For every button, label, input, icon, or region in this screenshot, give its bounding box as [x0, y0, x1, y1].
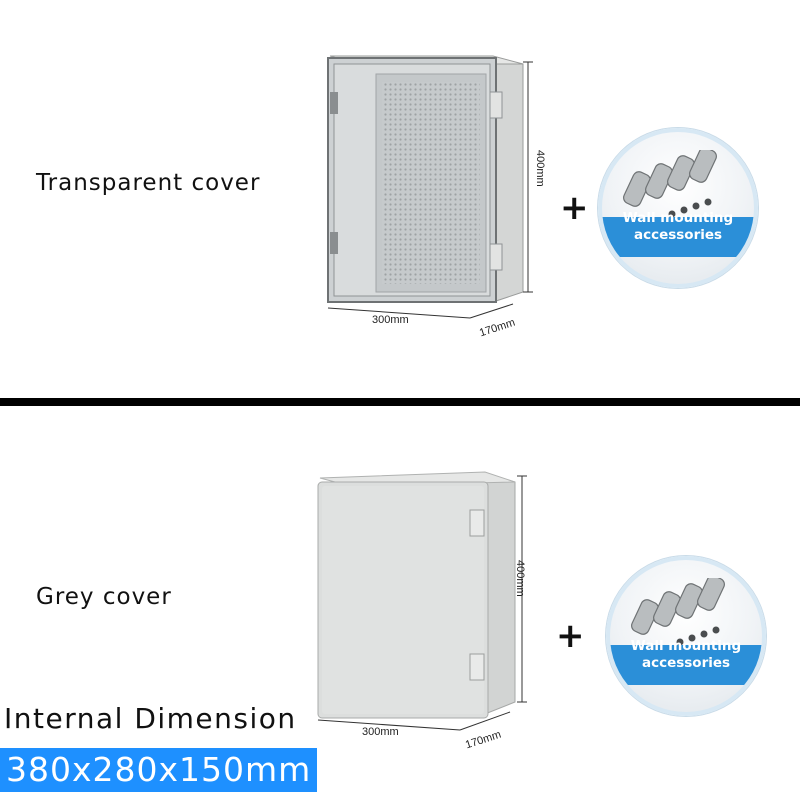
section-divider [0, 398, 800, 406]
transparent-enclosure-image [327, 55, 533, 319]
mounting-brackets-icon [631, 578, 725, 646]
grey-width-dimension: 300mm [362, 726, 399, 738]
mounting-brackets-icon [623, 150, 717, 218]
internal-dimension-value: 380x280x150mm [0, 748, 318, 792]
accessories-line1: Wall mounting [622, 210, 734, 227]
grey-accessories-badge: Wall mounting accessories [606, 556, 766, 716]
accessories-line1: Wall mounting [630, 638, 742, 655]
accessories-line2: accessories [641, 654, 731, 671]
transparent-accessories-badge: Wall mounting accessories [598, 128, 758, 288]
internal-dimension-title: Internal Dimension [4, 702, 297, 735]
transparent-cover-label: Transparent cover [36, 170, 261, 196]
accessories-band [610, 645, 762, 685]
grey-plus-sign: + [556, 616, 585, 656]
grey-height-dimension: 400mm [514, 560, 526, 597]
grey-enclosure-image [317, 471, 527, 731]
accessories-band [602, 217, 754, 257]
transparent-plus-sign: + [560, 188, 589, 228]
grey-cover-label: Grey cover [36, 584, 172, 610]
transparent-height-dimension: 400mm [534, 150, 546, 187]
accessories-line2: accessories [633, 226, 723, 243]
transparent-width-dimension: 300mm [372, 314, 409, 326]
